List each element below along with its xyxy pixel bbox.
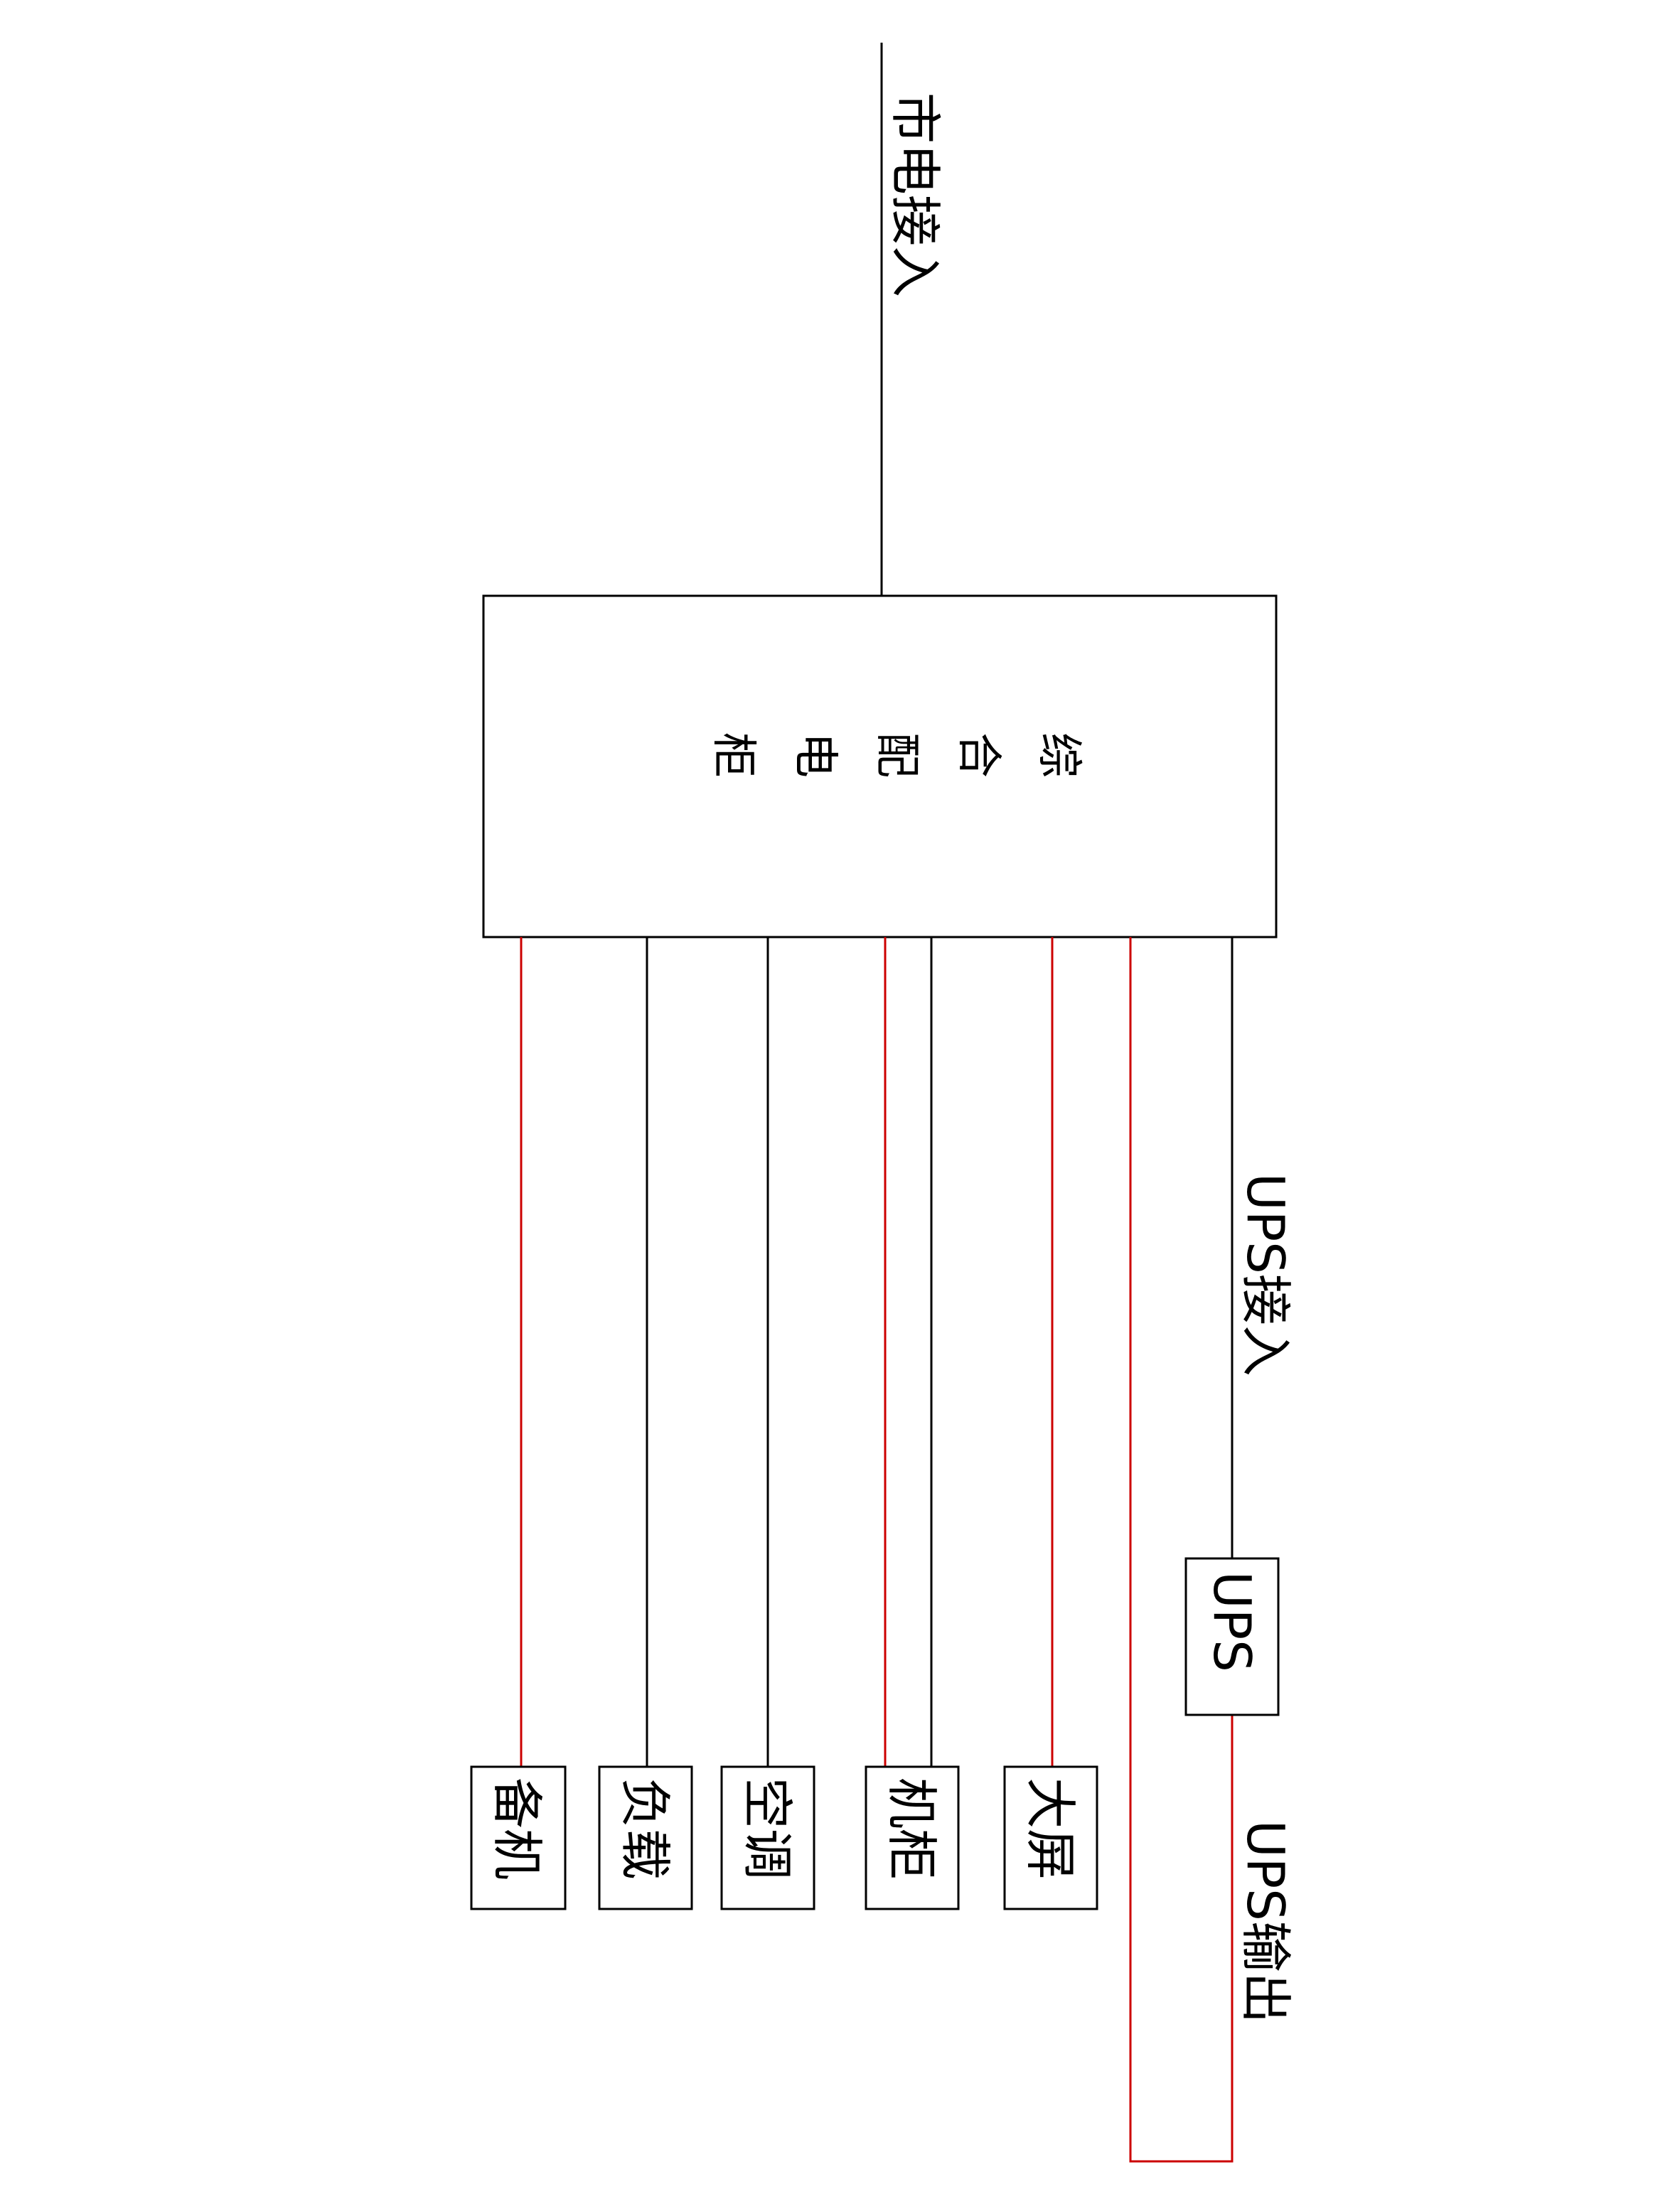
load-label-big-screen: 大屏 (1020, 1777, 1080, 1880)
load-box-general (598, 1765, 693, 1910)
cabinet-label-char-5: 柜 (707, 732, 759, 778)
load-label-ac: 空调 (737, 1777, 797, 1880)
mains-input-label: 市电接入 (885, 92, 945, 297)
load-label-standby: 备机 (487, 1777, 547, 1880)
cabinet-label-char-1: 综 (1032, 732, 1085, 778)
ups-output-label: UPS输出 (1236, 1820, 1295, 2023)
main-cabinet-box (482, 594, 1278, 938)
load-label-rack: 机柜 (882, 1777, 941, 1880)
cabinet-label-char-2: 合 (952, 732, 1005, 778)
load-box-big-screen (1003, 1765, 1098, 1910)
cabinet-label-char-3: 配 (870, 732, 923, 778)
load-box-rack (865, 1765, 960, 1910)
ups-input-label: UPS接入 (1236, 1173, 1295, 1376)
load-box-ac (720, 1765, 815, 1910)
ups-box-label: UPS (1202, 1571, 1262, 1672)
ups-box (1184, 1557, 1280, 1716)
cabinet-label-char-4: 电 (788, 732, 841, 778)
load-box-standby (470, 1765, 567, 1910)
load-label-general: 负载 (615, 1777, 675, 1880)
ups-output-loop-wire (1129, 937, 1234, 2163)
